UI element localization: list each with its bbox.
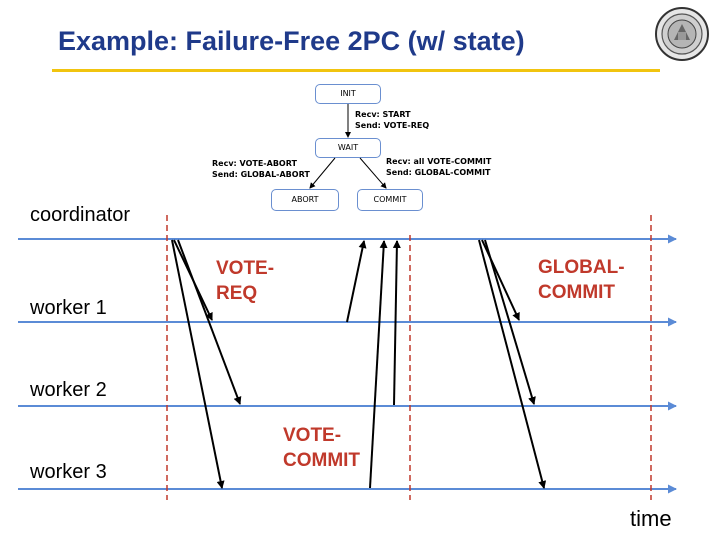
vote-commit-arrow-worker-1 [346, 240, 367, 323]
message-label-vote-commit: VOTE- COMMIT [283, 423, 360, 473]
state-arrow-wait-commit [359, 157, 387, 189]
lane-label-worker-2: worker 2 [30, 379, 107, 401]
state-wait-label: WAIT [337, 143, 359, 152]
vote-commit-arrow-worker-3 [369, 240, 388, 489]
transition-wait-commit-recv: Recv: all VOTE-COMMIT [386, 157, 492, 166]
message-label-global-commit-line-2: COMMIT [538, 282, 616, 303]
state-commit-label: COMMIT [373, 195, 407, 204]
state-commit: COMMIT [357, 189, 423, 211]
transition-init-wait-send: Send: VOTE-REQ [355, 121, 430, 130]
message-label-vote-req: VOTE- REQ [216, 256, 274, 306]
transition-wait-commit-send: Send: GLOBAL-COMMIT [386, 168, 491, 177]
state-abort-label: ABORT [291, 195, 319, 204]
lane-label-worker-1: worker 1 [30, 297, 107, 319]
state-wait: WAIT [315, 138, 381, 158]
vote-req-arrow-worker-2 [177, 239, 242, 405]
lane-label-coordinator: coordinator [30, 204, 131, 226]
university-seal-logo [655, 7, 709, 61]
message-label-vote-req-line-2: REQ [216, 283, 258, 304]
transition-init-wait-recv: Recv: START [355, 110, 411, 119]
slide-title: Example: Failure-Free 2PC (w/ state) [58, 26, 525, 56]
message-label-vote-commit-line-1: VOTE- [283, 425, 342, 446]
message-label-vote-req-line-1: VOTE- [216, 258, 275, 279]
transition-wait-abort-recv: Recv: VOTE-ABORT [212, 159, 297, 168]
time-axis-label: time [630, 506, 672, 531]
state-init-label: INIT [340, 89, 356, 98]
state-arrow-wait-abort [309, 157, 336, 189]
message-label-vote-commit-line-2: COMMIT [283, 450, 361, 471]
lane-label-worker-3: worker 3 [30, 461, 107, 483]
state-init: INIT [315, 84, 381, 104]
message-label-global-commit-line-1: GLOBAL- [538, 257, 625, 278]
message-label-global-commit: GLOBAL- COMMIT [538, 255, 625, 305]
title-underline [52, 69, 660, 72]
vote-req-arrow-worker-3 [171, 239, 225, 489]
global-commit-arrow-worker-3 [478, 239, 547, 489]
global-commit-arrow-worker-2 [484, 239, 536, 405]
state-abort: ABORT [271, 189, 339, 211]
transition-wait-abort-send: Send: GLOBAL-ABORT [212, 170, 310, 179]
vote-commit-arrow-worker-2 [392, 240, 401, 406]
